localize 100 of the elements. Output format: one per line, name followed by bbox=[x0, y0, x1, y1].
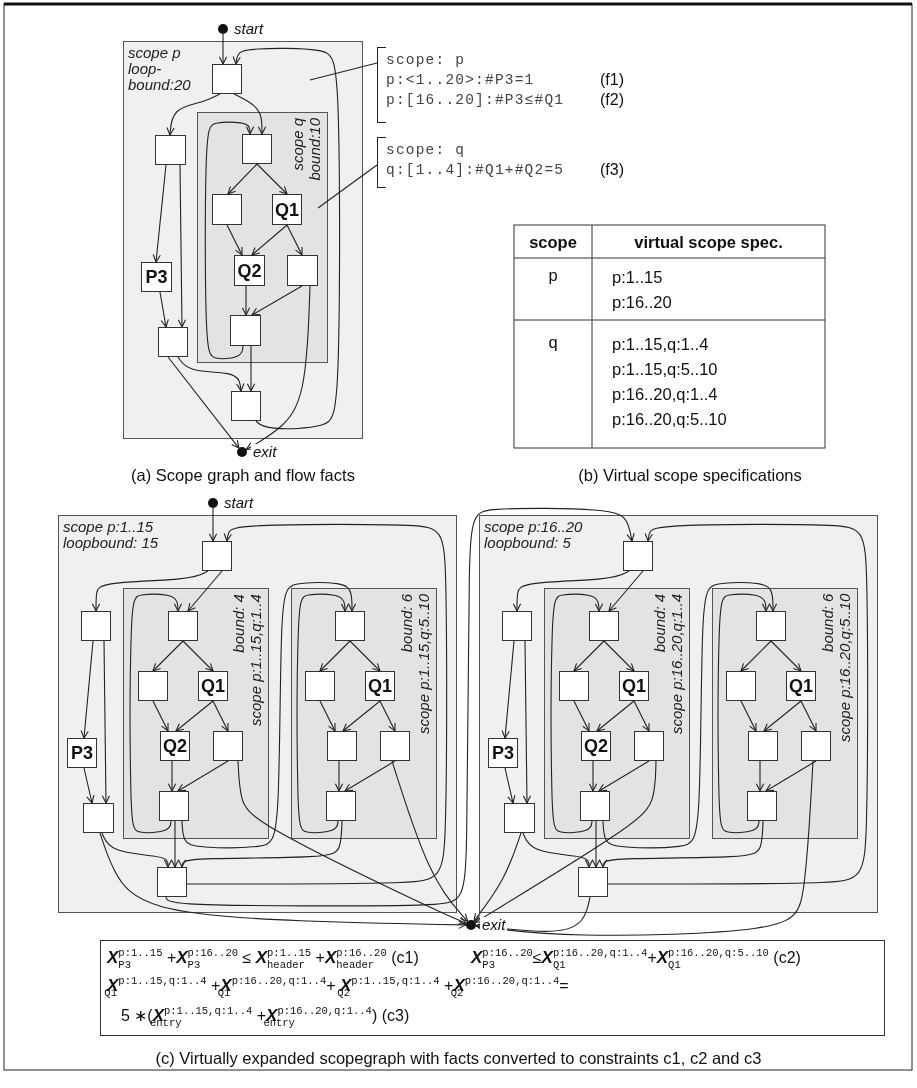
leader-line bbox=[309, 62, 378, 81]
basic-block bbox=[168, 611, 198, 641]
arrow bbox=[633, 700, 650, 732]
scope-label: scope p:16..20,q:5..10 bbox=[836, 593, 853, 742]
basic-block bbox=[634, 731, 664, 761]
fact-number: (f1) bbox=[600, 70, 624, 90]
arrow bbox=[83, 767, 95, 804]
table-header: scope bbox=[528, 232, 578, 253]
arrow bbox=[177, 356, 245, 392]
table-cell-text: q bbox=[547, 332, 559, 353]
scope-label: scope p:16..20,q:1..4 bbox=[668, 593, 685, 734]
arrow bbox=[175, 700, 214, 732]
scope-box bbox=[291, 588, 437, 839]
basic-block bbox=[138, 671, 168, 701]
arrow bbox=[101, 832, 173, 868]
basic-block bbox=[578, 867, 608, 897]
arrow bbox=[233, 93, 267, 135]
basic-block bbox=[213, 731, 243, 761]
basic-block: Q1 bbox=[272, 194, 302, 225]
arrow bbox=[246, 345, 256, 392]
terminal-label: exit bbox=[251, 444, 279, 460]
basic-block bbox=[502, 611, 532, 641]
arrow bbox=[344, 760, 396, 792]
constraint-equation: X$_{P3}$$^{p:1..15}$ +X$_{P3}$$^{p:16..20}$ ≤ X$_{header}$$^{p:1..15}$ +X$_{header}$$^{p:16..20}$ (c1) bbox=[107, 946, 419, 973]
basic-block: Q2 bbox=[581, 731, 611, 761]
arrow bbox=[379, 700, 396, 732]
arrow bbox=[598, 760, 650, 792]
basic-block: Q1 bbox=[365, 671, 395, 701]
flow-fact: scope: p bbox=[386, 51, 467, 70]
constraint-equation: X$_{P3}$$^{p:16..20}$≤X$_{Q1}$$^{p:16..20,q:1..4}$+X$_{Q1}$$^{p:16..20,q:5..10}$ (c2) bbox=[471, 946, 801, 973]
arrow bbox=[152, 164, 167, 263]
figure-caption: (a) Scope graph and flow facts bbox=[130, 465, 356, 486]
table-cell-text: p:16..20,q:1..4 bbox=[612, 384, 719, 405]
arrow bbox=[165, 507, 635, 907]
scope-label: scope p:16..20 loopbound: 5 bbox=[484, 519, 584, 551]
basic-block bbox=[159, 791, 189, 821]
scope-box bbox=[479, 515, 878, 913]
basic-block bbox=[287, 255, 318, 286]
basic-block: P3 bbox=[141, 262, 172, 292]
arrow bbox=[152, 700, 169, 732]
basic-block bbox=[83, 803, 114, 833]
flow-fact: scope: q bbox=[386, 141, 467, 160]
arrow bbox=[181, 581, 357, 849]
scope-box bbox=[123, 588, 269, 839]
arrow bbox=[475, 760, 814, 936]
basic-block bbox=[158, 327, 188, 357]
arrow bbox=[474, 760, 657, 923]
arrow bbox=[607, 523, 869, 885]
arrow bbox=[391, 760, 469, 922]
basic-block bbox=[748, 731, 778, 761]
leader-line bbox=[317, 164, 378, 209]
arrow bbox=[512, 570, 630, 612]
scope-label: bound: 4 bbox=[651, 593, 668, 655]
scope-box bbox=[123, 41, 363, 439]
arrow bbox=[251, 224, 288, 256]
arrow bbox=[573, 700, 590, 732]
arrow bbox=[342, 700, 381, 732]
arrow bbox=[101, 640, 111, 804]
arrow bbox=[256, 163, 288, 195]
arrow bbox=[245, 285, 311, 451]
fact-number: (f2) bbox=[600, 90, 624, 110]
arrow bbox=[152, 640, 184, 672]
scope-label: bound: 6 bbox=[819, 593, 836, 654]
arrow bbox=[177, 820, 343, 868]
arrow bbox=[237, 760, 467, 925]
flow-fact: q:[1..4]:#Q1+#Q2=5 bbox=[386, 161, 566, 180]
basic-block: Q1 bbox=[619, 671, 649, 701]
arrow bbox=[159, 291, 169, 328]
terminal-label: exit bbox=[480, 917, 508, 933]
arrow bbox=[286, 224, 303, 256]
arrow bbox=[602, 581, 778, 849]
figure-caption: (c) Virtually expanded scopegraph with facts converted to constraints c1, c2 and c3 bbox=[154, 1048, 763, 1069]
basic-block bbox=[589, 611, 619, 641]
arrow bbox=[475, 896, 591, 932]
basic-block: Q2 bbox=[234, 255, 265, 286]
basic-block: P3 bbox=[488, 738, 518, 768]
arrow bbox=[227, 163, 258, 195]
basic-block bbox=[326, 791, 356, 821]
arrow bbox=[717, 593, 771, 834]
basic-block bbox=[157, 867, 187, 897]
basic-block bbox=[327, 731, 357, 761]
table-cell-text: p bbox=[547, 265, 559, 286]
arrow bbox=[232, 47, 341, 430]
arrow bbox=[763, 700, 802, 732]
arrow bbox=[99, 832, 467, 929]
basic-block: Q2 bbox=[160, 731, 190, 761]
basic-block bbox=[623, 541, 653, 571]
arrow bbox=[598, 820, 764, 868]
arrow bbox=[501, 640, 515, 739]
basic-block bbox=[242, 134, 272, 164]
arrow bbox=[319, 640, 351, 672]
arrow bbox=[319, 700, 336, 732]
fact-number: (f3) bbox=[600, 160, 624, 180]
terminal-label: start bbox=[232, 21, 266, 37]
arrow bbox=[522, 640, 532, 804]
terminal-dot bbox=[208, 498, 218, 508]
scope-label: bound: 4 bbox=[230, 594, 247, 655]
flow-fact: p:[16..20]:#P3≤#Q1 bbox=[386, 91, 566, 110]
flow-fact: p:<1..20>:#P3=1 bbox=[386, 71, 536, 90]
scope-box bbox=[544, 588, 690, 839]
